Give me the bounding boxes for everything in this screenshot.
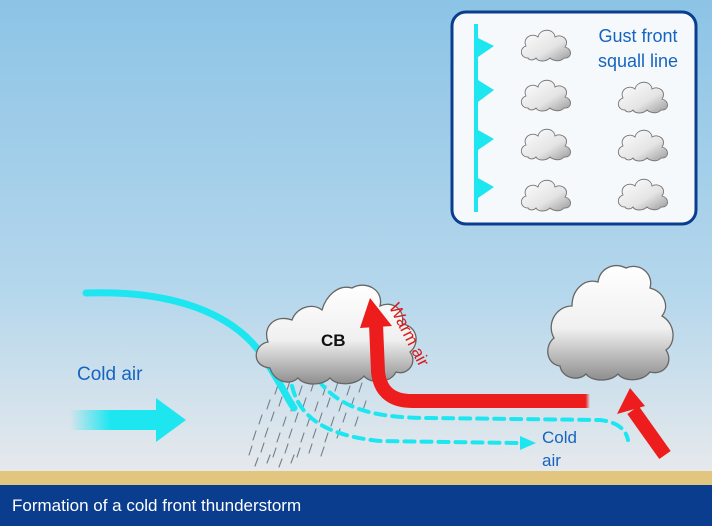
gust-front-symbol-line [474, 24, 478, 212]
ground-strip [0, 471, 712, 486]
cold-air-outflow-arrowhead [520, 436, 536, 450]
cb-label: CB [321, 331, 346, 350]
cold-air-label-right: Cold air [542, 426, 577, 472]
cold-air-inflow-arrow [70, 398, 186, 442]
legend-label: Gust front squall line [582, 24, 694, 74]
legend-box [450, 10, 698, 226]
warm-air-updraft-arrow [360, 298, 590, 408]
cold-air-label-right-line1: Cold [542, 428, 577, 447]
caption-text: Formation of a cold front thunderstorm [12, 496, 302, 515]
legend-label-line2: squall line [597, 51, 679, 71]
right-cloud [547, 265, 674, 381]
gust-front-triangle-4 [478, 178, 494, 198]
rain-streaks [248, 380, 367, 468]
gust-front-triangle-2 [478, 80, 494, 102]
cold-air-outflow-arrows [290, 378, 630, 445]
cold-air-label-left: Cold air [77, 364, 143, 385]
cold-air-label-right-line2: air [542, 451, 561, 470]
cold-air-downdraft-arrow [82, 289, 298, 412]
caption-bar [0, 485, 712, 526]
gust-front-triangle-1 [478, 38, 494, 57]
warm-air-inflow-arrow [617, 388, 671, 460]
legend-label-line1: Gust front [598, 26, 678, 46]
gust-front-triangle-3 [478, 130, 494, 150]
